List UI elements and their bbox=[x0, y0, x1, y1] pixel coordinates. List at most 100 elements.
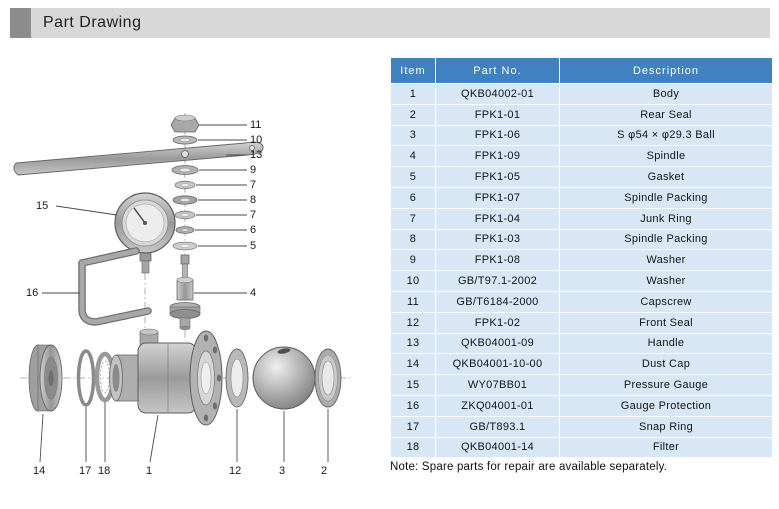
cell-item: 8 bbox=[390, 228, 436, 251]
cell-description: Snap Ring bbox=[559, 415, 773, 438]
cell-item: 5 bbox=[390, 166, 436, 188]
capscrew-part bbox=[170, 114, 200, 133]
table-row: 18 QKB04001-14 Filter bbox=[390, 436, 773, 459]
cell-item: 15 bbox=[390, 374, 436, 396]
gasket-part bbox=[172, 241, 198, 251]
callout-16: 16 bbox=[26, 287, 39, 299]
rear-seal-part bbox=[314, 348, 342, 408]
ball-part bbox=[252, 346, 316, 410]
callout-3: 3 bbox=[279, 465, 286, 477]
title-bar: Part Drawing bbox=[10, 8, 770, 38]
leader-lines bbox=[39, 124, 329, 463]
cell-part-no: ZKQ04001-01 bbox=[435, 394, 560, 417]
table-row: 13 QKB04001-09 Handle bbox=[390, 332, 773, 355]
gauge-protection-part bbox=[78, 247, 152, 326]
cell-part-no: QKB04001-09 bbox=[435, 332, 560, 355]
cell-item: 4 bbox=[390, 145, 436, 168]
cell-item: 6 bbox=[390, 186, 436, 209]
callout-8: 8 bbox=[250, 194, 257, 206]
cell-description: Spindle bbox=[559, 145, 773, 168]
callout-7b: 7 bbox=[250, 209, 257, 221]
title-accent-square bbox=[10, 8, 31, 38]
cell-item: 12 bbox=[390, 311, 436, 334]
cell-description: Gasket bbox=[559, 166, 773, 188]
cell-item: 14 bbox=[390, 353, 436, 376]
cell-part-no: FPK1-06 bbox=[435, 124, 560, 147]
front-seal-part bbox=[225, 348, 249, 408]
parts-table-body: 1 QKB04002-01 Body 2 FPK1-01 Rear Seal 3… bbox=[390, 83, 773, 459]
table-row: 10 GB/T97.1-2002 Washer bbox=[390, 270, 773, 292]
cell-item: 2 bbox=[390, 103, 436, 126]
page-title: Part Drawing bbox=[43, 14, 142, 31]
table-row: 2 FPK1-01 Rear Seal bbox=[390, 103, 773, 126]
cell-part-no: FPK1-05 bbox=[435, 166, 560, 188]
spindle-part bbox=[169, 254, 201, 331]
table-row: 17 GB/T893.1 Snap Ring bbox=[390, 415, 773, 438]
table-row: 6 FPK1-07 Spindle Packing bbox=[390, 186, 773, 209]
handle-part bbox=[13, 141, 264, 176]
cell-item: 1 bbox=[390, 83, 436, 105]
spindle-packing-8-part bbox=[172, 195, 198, 205]
parts-table: Item Part No. Description 1 QKB04002-01 … bbox=[390, 57, 773, 459]
callout-15: 15 bbox=[36, 200, 49, 212]
table-row: 5 FPK1-05 Gasket bbox=[390, 166, 773, 188]
snap-ring-part bbox=[76, 349, 96, 407]
cell-part-no: GB/T97.1-2002 bbox=[435, 270, 560, 292]
table-row: 14 QKB04001-10-00 Dust Cap bbox=[390, 353, 773, 376]
cell-part-no: QKB04002-01 bbox=[435, 83, 560, 105]
cell-item: 16 bbox=[390, 394, 436, 417]
callout-7a: 7 bbox=[250, 179, 257, 191]
cell-part-no: GB/T6184-2000 bbox=[435, 290, 560, 313]
callout-13: 13 bbox=[250, 149, 263, 161]
table-row: 9 FPK1-08 Washer bbox=[390, 249, 773, 272]
cell-description: Spindle Packing bbox=[559, 186, 773, 209]
callout-14: 14 bbox=[33, 465, 46, 477]
exploded-view-diagram: 11 10 13 9 7 8 7 6 5 4 15 16 14 17 18 1 … bbox=[0, 45, 385, 495]
cell-description: Washer bbox=[559, 249, 773, 272]
exploded-view-drawing bbox=[13, 113, 352, 463]
parts-table-container: Item Part No. Description 1 QKB04002-01 … bbox=[390, 57, 773, 459]
col-header-part-no: Part No. bbox=[435, 57, 560, 84]
cell-description: Gauge Protection bbox=[559, 394, 773, 417]
callout-6: 6 bbox=[250, 224, 257, 236]
cell-item: 3 bbox=[390, 124, 436, 147]
cell-description: Spindle Packing bbox=[559, 228, 773, 251]
dust-cap-part bbox=[28, 344, 63, 412]
callout-10: 10 bbox=[250, 134, 263, 146]
callout-5: 5 bbox=[250, 240, 257, 252]
table-row: 1 QKB04002-01 Body bbox=[390, 83, 773, 105]
cell-item: 18 bbox=[390, 436, 436, 459]
cell-description: S φ54 × φ29.3 Ball bbox=[559, 124, 773, 147]
callout-11: 11 bbox=[250, 119, 262, 131]
callout-4: 4 bbox=[250, 287, 257, 299]
cell-description: Body bbox=[559, 83, 773, 105]
cell-description: Handle bbox=[559, 332, 773, 355]
junk-ring-lower-part bbox=[174, 210, 196, 220]
callout-12: 12 bbox=[229, 465, 242, 477]
callout-17: 17 bbox=[79, 465, 92, 477]
spare-parts-note: Note: Spare parts for repair are availab… bbox=[390, 461, 668, 473]
pressure-gauge-part bbox=[114, 192, 176, 274]
cell-part-no: GB/T893.1 bbox=[435, 415, 560, 438]
cell-item: 11 bbox=[390, 290, 436, 313]
cell-item: 13 bbox=[390, 332, 436, 355]
cell-part-no: FPK1-03 bbox=[435, 228, 560, 251]
table-row: 3 FPK1-06 S φ54 × φ29.3 Ball bbox=[390, 124, 773, 147]
table-row: 12 FPK1-02 Front Seal bbox=[390, 311, 773, 334]
cell-description: Filter bbox=[559, 436, 773, 459]
cell-part-no: QKB04001-10-00 bbox=[435, 353, 560, 376]
junk-ring-upper-part bbox=[174, 180, 196, 190]
cell-item: 9 bbox=[390, 249, 436, 272]
cell-part-no: FPK1-04 bbox=[435, 207, 560, 230]
cell-description: Junk Ring bbox=[559, 207, 773, 230]
table-row: 15 WY07BB01 Pressure Gauge bbox=[390, 374, 773, 396]
cell-part-no: FPK1-08 bbox=[435, 249, 560, 272]
cell-description: Front Seal bbox=[559, 311, 773, 334]
cell-description: Dust Cap bbox=[559, 353, 773, 376]
cell-description: Pressure Gauge bbox=[559, 374, 773, 396]
cell-description: Capscrew bbox=[559, 290, 773, 313]
callout-18: 18 bbox=[98, 465, 111, 477]
cell-item: 10 bbox=[390, 270, 436, 292]
table-row: 4 FPK1-09 Spindle bbox=[390, 145, 773, 168]
